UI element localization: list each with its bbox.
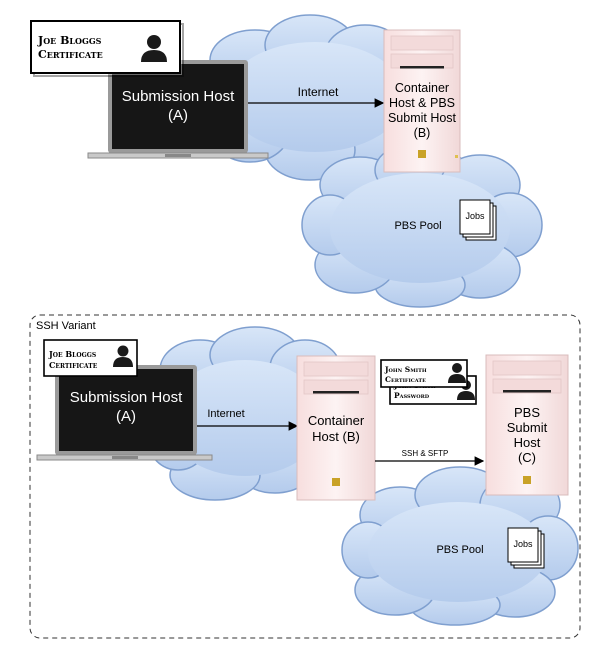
server-pbs-submit-host-bottom: [485, 354, 569, 496]
certificate-type-top: Certificate: [38, 48, 103, 61]
server-label-line3-top: Submit Host: [388, 111, 457, 125]
ssh-variant-title: SSH Variant: [36, 320, 96, 332]
certificate-name-top: Joe Bloggs: [37, 34, 102, 47]
pbs-pool-cloud-bottom: [341, 466, 579, 626]
container-label-line1-bottom: Container: [308, 413, 365, 428]
server-label-line1-top: Container: [395, 81, 449, 95]
submission-host-label-bottom: Submission Host: [70, 389, 183, 406]
ssh-sftp-label: SSH & SFTP: [402, 449, 449, 458]
person-silhouette-icon: [113, 345, 133, 367]
jobs-stack-icon-top: [459, 199, 497, 241]
ssh-variant-border: [29, 314, 581, 639]
pbs-submit-label-line1: PBS: [514, 405, 540, 420]
server-container-host-top: [383, 29, 461, 173]
jobs-label-bottom: Jobs: [513, 539, 533, 549]
pbs-pool-label-bottom: PBS Pool: [436, 544, 483, 556]
jobs-label-top: Jobs: [465, 211, 485, 221]
top-section: Submission Host (A) Joe Bloggs Certifica…: [30, 14, 543, 308]
pbs-submit-label-line4: (C): [518, 450, 536, 465]
submission-host-id-top: (A): [168, 107, 188, 124]
internet-label-bottom: Internet: [207, 408, 244, 420]
internet-label-top: Internet: [298, 85, 339, 99]
pbs-pool-label-top: PBS Pool: [394, 220, 441, 232]
john-certificate-type: Certificate: [385, 375, 426, 384]
person-silhouette-icon: [448, 363, 466, 383]
laptop-submission-host-top: [87, 60, 269, 159]
server-label-line4-top: (B): [414, 126, 431, 140]
certificate-badge-top: [30, 20, 184, 77]
certificate-name-bottom: Joe Bloggs: [48, 349, 96, 359]
container-label-line2-bottom: Host (B): [312, 429, 360, 444]
pbs-submit-label-line3: Host: [514, 435, 541, 450]
submission-host-id-bottom: (A): [116, 408, 136, 425]
john-certificate-name: John Smith: [384, 365, 427, 374]
ssh-variant-section: SSH Variant: [29, 314, 581, 639]
john-certificate-badge: [380, 359, 468, 388]
person-silhouette-icon: [141, 35, 167, 62]
jobs-stack-icon-bottom: [507, 527, 545, 569]
certificate-badge-bottom: [43, 339, 138, 377]
certificate-type-bottom: Certificate: [49, 360, 98, 370]
john-password-type: Password: [394, 391, 430, 400]
server-label-line2-top: Host & PBS: [389, 96, 455, 110]
laptop-submission-host-bottom: [36, 365, 213, 461]
pbs-submit-label-line2: Submit: [507, 420, 548, 435]
submission-host-label-top: Submission Host: [122, 88, 235, 105]
server-container-host-bottom: [296, 355, 376, 501]
